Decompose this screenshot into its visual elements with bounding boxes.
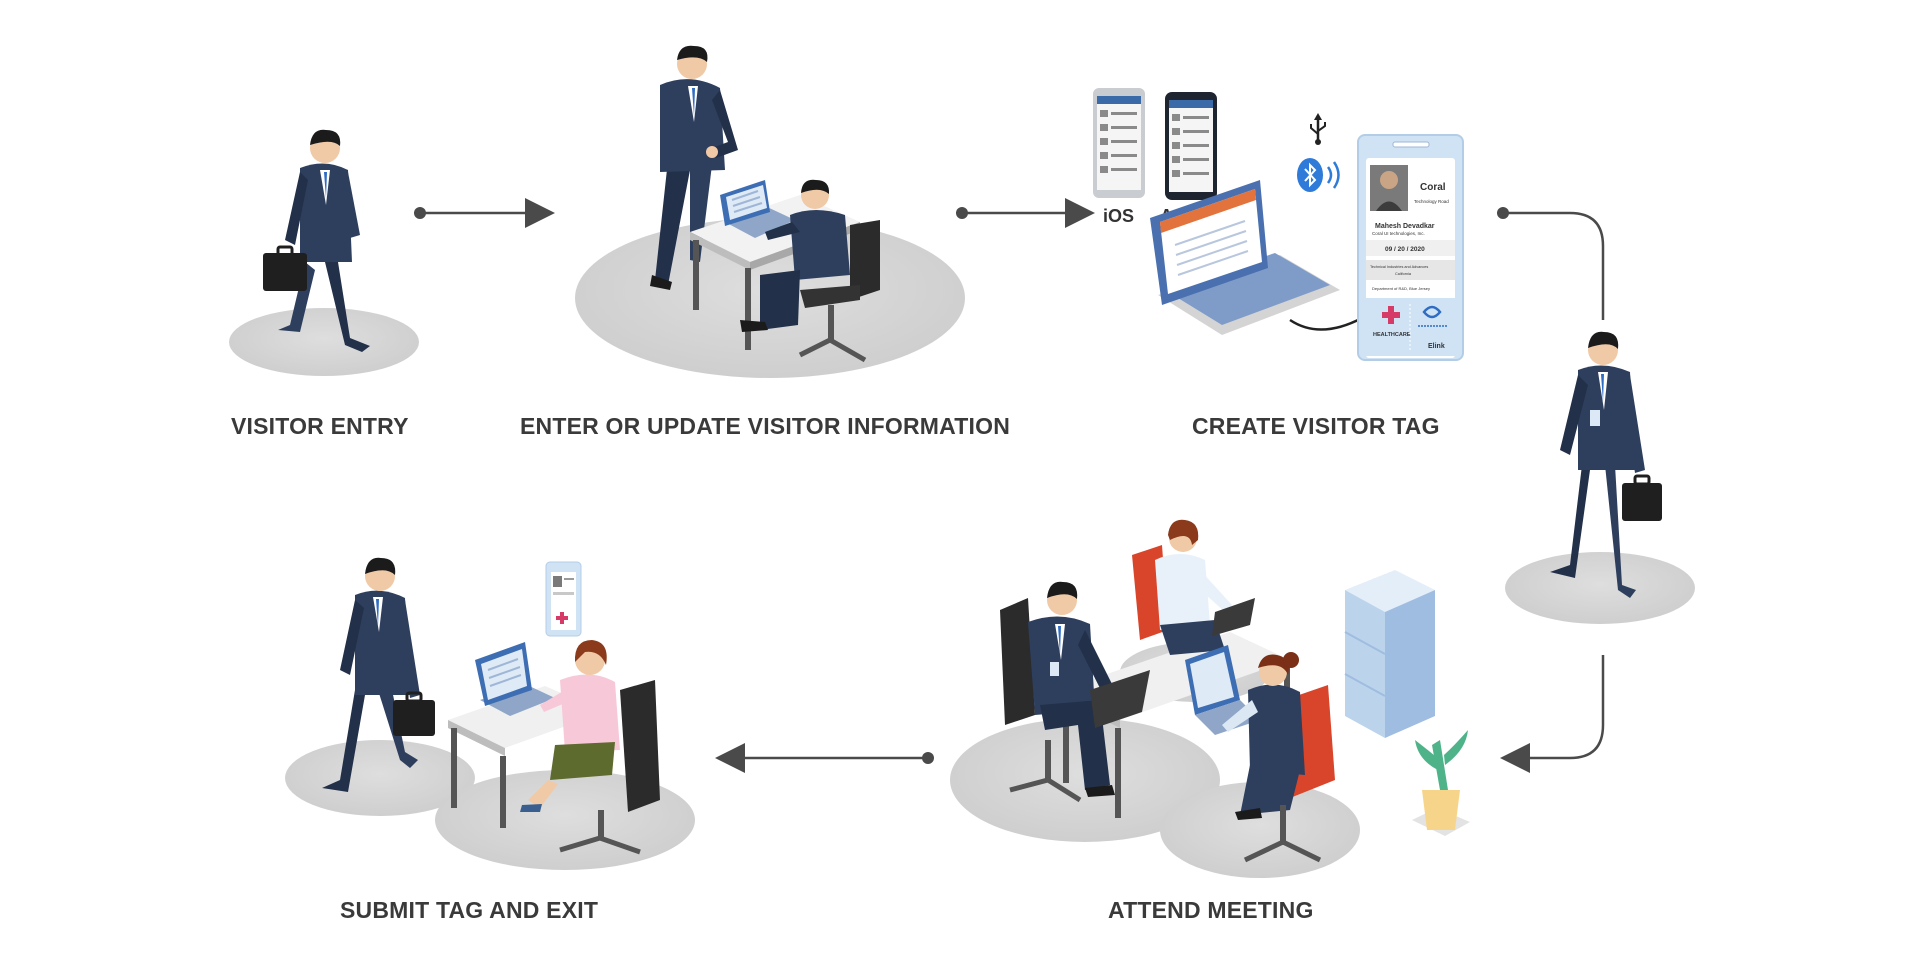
step-label-visitor-entry: VISITOR ENTRY [231,413,409,439]
badge-address-line2: California [1395,272,1412,276]
arrow-update-to-tag [956,198,1095,228]
briefcase-icon [393,700,435,736]
badge-department: Department of R&D, Blue Jersey [1372,286,1430,291]
flow-arrows [414,198,1605,773]
receptionist-figure [520,640,660,855]
arrow-tag-to-walking [1497,207,1605,320]
badge-tagline: Technology Road [1414,199,1449,204]
exiting-visitor-figure [322,557,435,792]
elink-logo: Elink [1418,305,1448,350]
badge-brand: Coral [1420,182,1446,193]
briefcase-icon [263,253,307,291]
step-create-tag-illustration: iOS Android [1093,88,1464,361]
arrow-walking-to-meeting [1500,655,1605,773]
platform [285,740,475,816]
office-chair [798,220,880,363]
step-label-submit-exit: SUBMIT TAG AND EXIT [340,897,599,923]
badge-address-line1: Technical Industries and Advances [1370,265,1428,269]
laptop-icon [1150,180,1363,335]
visitor-badge-icon [1590,410,1600,426]
arrow-entry-to-update [414,198,555,228]
step-label-create-tag: CREATE VISITOR TAG [1192,413,1440,439]
svg-text:HEALTHCARE: HEALTHCARE [1373,332,1411,338]
potted-plant [1412,730,1470,836]
android-phone [1165,92,1217,200]
file-cabinet [1344,570,1435,738]
briefcase-icon [1622,483,1662,521]
step-label-attend-meeting: ATTEND MEETING [1108,897,1314,923]
step-enter-update-illustration [575,45,965,378]
step-visitor-entry-illustration [229,129,419,376]
bluetooth-icon [1297,158,1340,192]
platform [229,308,419,376]
step-submit-exit-illustration [285,557,695,870]
healthcare-logo: HEALTHCARE [1373,306,1411,338]
laptop-icon [720,180,795,238]
colleague-woman-top [1132,519,1255,655]
step-attend-meeting-illustration [950,519,1470,878]
badge-name: Mahesh Devadkar [1375,223,1435,230]
laptop-icon [475,642,555,716]
ios-phone [1093,88,1145,198]
platform [1505,552,1695,624]
standing-manager-figure [650,45,738,290]
walking-visitor-figure [263,129,370,352]
visitor-with-badge-figure [1550,331,1662,598]
badge-company: Coral UI technologies, Inc. [1372,231,1425,236]
ios-label: iOS [1103,206,1134,226]
colleague-woman-right [1185,645,1335,863]
visitor-in-meeting-figure [1000,581,1150,803]
seated-clerk-figure [740,179,850,332]
arrow-meeting-to-exit [715,743,934,773]
visitor-badge-card: Coral Technology Road Mahesh Devadkar Co… [1357,134,1464,361]
step-walking-visitor-illustration [1505,331,1695,624]
usb-icon [1310,113,1326,145]
svg-text:Elink: Elink [1428,343,1445,350]
badge-date: 09 / 20 / 2020 [1385,246,1425,253]
returned-badge-icon [545,561,582,637]
step-label-enter-update: ENTER OR UPDATE VISITOR INFORMATION [520,413,1011,439]
